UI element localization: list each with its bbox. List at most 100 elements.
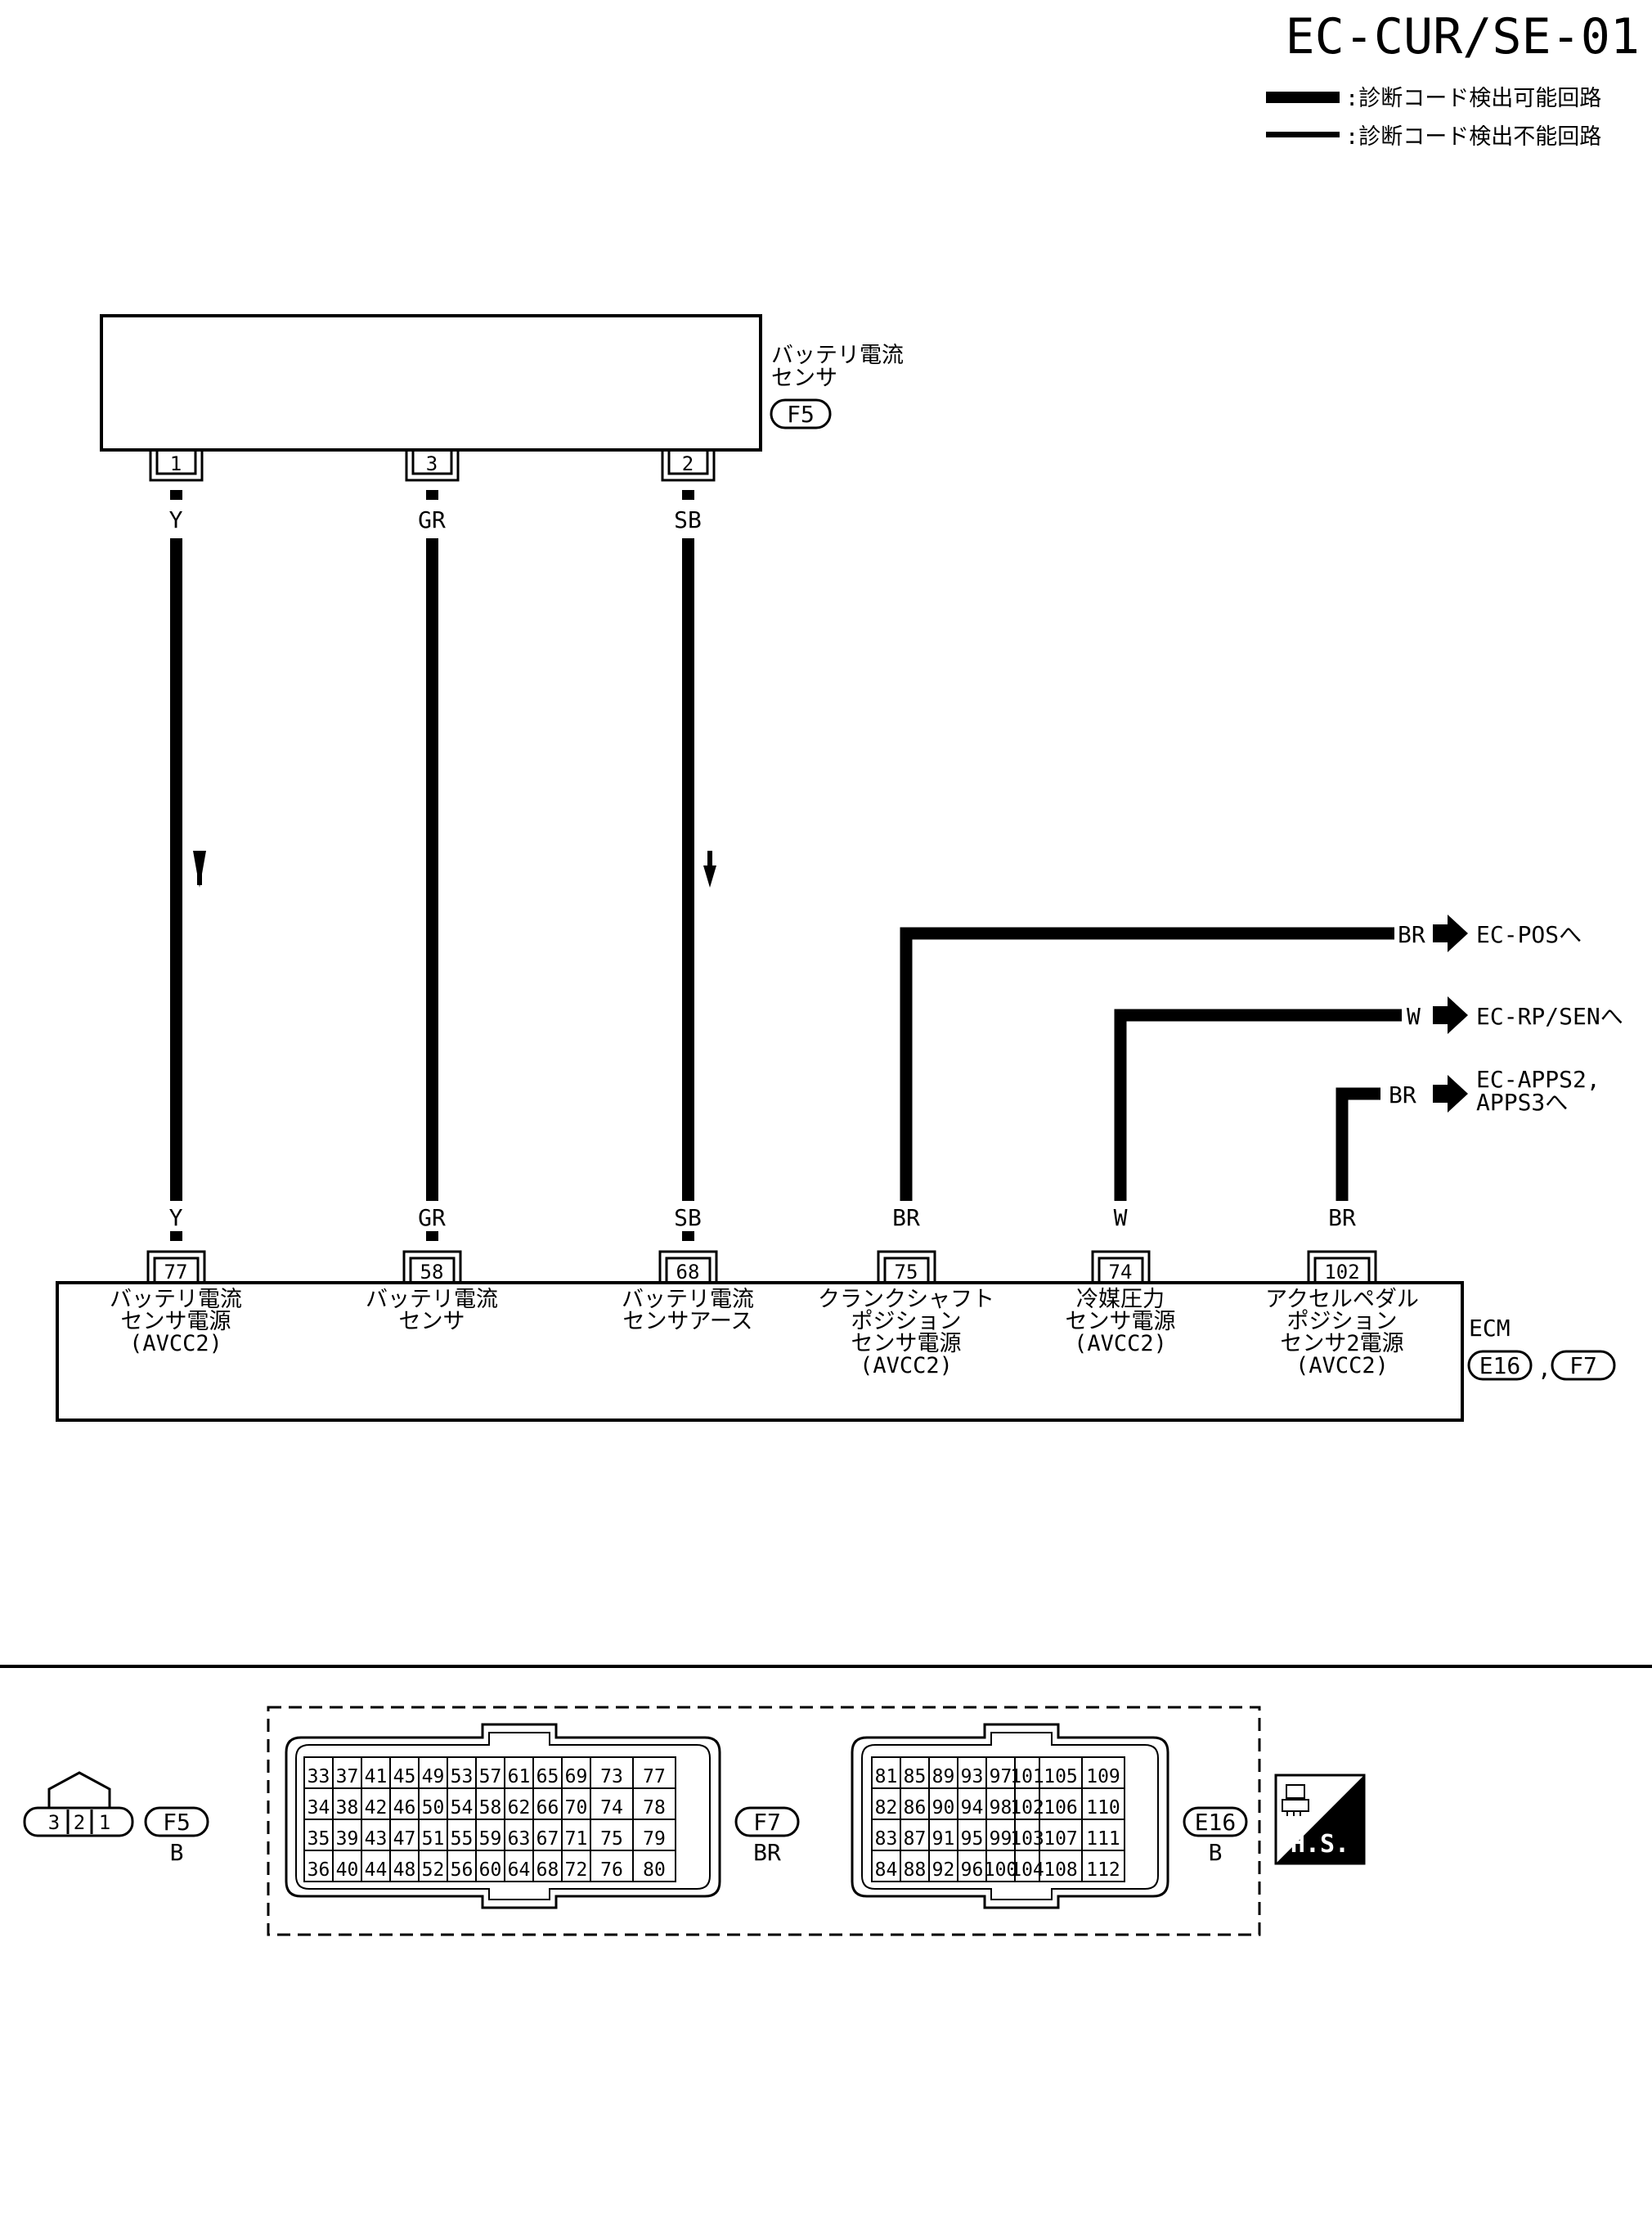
f7-pin: 33 (308, 1766, 330, 1787)
sensor-pin-3-number: 3 (426, 452, 438, 475)
e16-pin: 87 (904, 1828, 927, 1850)
ecm-pin-102-label-3: センサ2電源 (1280, 1331, 1403, 1356)
f7-pin: 73 (600, 1766, 623, 1787)
sensor-pin-3: 3 GR (405, 450, 460, 533)
legend-thick-text: :診断コード検出可能回路 (1345, 86, 1601, 111)
ecm-pin-75-label-4: (AVCC2) (860, 1353, 953, 1378)
ecm-connector-f7: F7 (1569, 1352, 1597, 1379)
e16-cell (1081, 1850, 1125, 1882)
f7-pin: 74 (600, 1797, 623, 1819)
f7-pin: 61 (508, 1766, 531, 1787)
ecm-pin-102-number: 102 (1324, 1261, 1359, 1284)
wire-br-apps (1336, 1087, 1380, 1201)
output-apps-dest-line1: EC-APPS2, (1476, 1066, 1600, 1093)
f7-pin: 46 (393, 1797, 416, 1819)
e16-pin: 92 (932, 1859, 955, 1881)
hs-badge: H.S. (1274, 1774, 1366, 1865)
sensor-pin-1-number: 1 (170, 452, 182, 475)
ecm-pin-58: GR 58 バッテリ電流 センサ (366, 1204, 498, 1334)
f7-pin: 51 (422, 1828, 445, 1850)
hs-connector-icon (1286, 1784, 1305, 1799)
ecm-pin-102-color: BR (1328, 1204, 1356, 1231)
e16-shell (851, 1723, 1169, 1909)
f7-pin: 34 (308, 1797, 330, 1819)
f7-pin: 55 (451, 1828, 474, 1850)
e16-pin: 101 (1010, 1766, 1044, 1787)
f7-pin: 54 (451, 1797, 474, 1819)
f7-pin: 78 (643, 1797, 666, 1819)
f7-pin: 72 (565, 1859, 588, 1881)
ecm-pin-68-label-1: バッテリ電流 (622, 1287, 754, 1312)
legend: :診断コード検出可能回路 :診断コード検出不能回路 (1266, 86, 1601, 150)
e16-pin: 89 (932, 1766, 955, 1787)
ecm-pin-77-color: Y (169, 1204, 183, 1231)
output-apps-dest-line2: APPS3へ (1476, 1089, 1568, 1116)
e16-pin: 111 (1086, 1828, 1120, 1850)
ecm-pin-68-label-2: センサアース (622, 1309, 752, 1334)
output-apps: BR EC-APPS2, APPS3へ (1389, 1066, 1600, 1116)
wire-w-rp (1114, 1009, 1402, 1201)
page-id: EC-CUR/SE-01 (1286, 8, 1640, 65)
f7-pin: 71 (565, 1828, 588, 1850)
ecm-pin-77-label-3: (AVCC2) (129, 1331, 222, 1356)
hs-label: H.S. (1291, 1830, 1349, 1859)
wire-br-pos (900, 927, 1394, 1201)
ecm-pin-102-label-1: アクセルペダル (1265, 1287, 1419, 1312)
e16-pin: 107 (1044, 1828, 1078, 1850)
output-rp-arrow-icon (1433, 996, 1468, 1034)
f7-pin: 76 (600, 1859, 623, 1881)
ecm-pin-75-label-2: ポジション (851, 1309, 962, 1334)
legend-thin-line (1266, 132, 1340, 137)
sensor-connector-badge (770, 398, 832, 429)
f5-face (23, 1806, 134, 1837)
f7-pin: 77 (643, 1766, 666, 1787)
wire-y (170, 490, 206, 1201)
e16-pin: 112 (1086, 1859, 1120, 1881)
f7-pin: 53 (451, 1766, 474, 1787)
e16-pin: 90 (932, 1797, 955, 1819)
ecm-pin-68: SB 68 バッテリ電流 センサアース (622, 1204, 754, 1334)
f7-pin: 42 (365, 1797, 388, 1819)
f7-pin: 50 (422, 1797, 445, 1819)
ecm-pin-74-label-1: 冷媒圧力 (1076, 1287, 1165, 1312)
sensor-name-line2: センサ (771, 366, 837, 391)
f7-pin: 52 (422, 1859, 445, 1881)
e16-pin: 99 (990, 1828, 1012, 1850)
sensor-pin-1: 1 Y (149, 450, 204, 533)
sensor-pin-1-color: Y (169, 506, 183, 533)
legend-thin-text: :診断コード検出不能回路 (1345, 124, 1601, 150)
ecm-pin-74-label-2: センサ電源 (1066, 1309, 1176, 1334)
e16-pin: 96 (961, 1859, 984, 1881)
e16-pin: 93 (961, 1766, 984, 1787)
sensor-pin-3-color: GR (418, 506, 446, 533)
e16-pin: 98 (990, 1797, 1012, 1819)
ecm-name: ECM (1469, 1315, 1511, 1342)
ecm-pin-74-color: W (1114, 1204, 1128, 1231)
f7-pin: 41 (365, 1766, 388, 1787)
f5-face-pin-2: 2 (74, 1811, 85, 1834)
output-pos-arrow-icon (1433, 915, 1468, 952)
f7-pin: 60 (479, 1859, 502, 1881)
f5-face-pin-1: 1 (99, 1811, 110, 1834)
ecm-connectors: E16 , F7 (1467, 1350, 1616, 1382)
f7-pin: 80 (643, 1859, 666, 1881)
f7-pin: 68 (536, 1859, 559, 1881)
e16-pin: 94 (961, 1797, 984, 1819)
e16-pin: 103 (1010, 1828, 1044, 1850)
sensor-pin-2-color: SB (674, 506, 702, 533)
arrow-down-icon (703, 865, 716, 888)
output-pos-dest: EC-POSへ (1476, 921, 1582, 948)
f7-shell (285, 1723, 721, 1909)
battery-current-sensor: バッテリ電流 センサ F5 (100, 314, 904, 452)
f7-pin: 37 (336, 1766, 359, 1787)
f7-pin: 59 (479, 1828, 502, 1850)
e16-pin: 100 (984, 1859, 1018, 1881)
f5-latch-icon (47, 1771, 111, 1808)
sensor-pin-2: 2 SB (661, 450, 716, 533)
f7-pin: 63 (508, 1828, 531, 1850)
f7-pin: 79 (643, 1828, 666, 1850)
e16-pin: 84 (875, 1859, 898, 1881)
f7-pin: 40 (336, 1859, 359, 1881)
